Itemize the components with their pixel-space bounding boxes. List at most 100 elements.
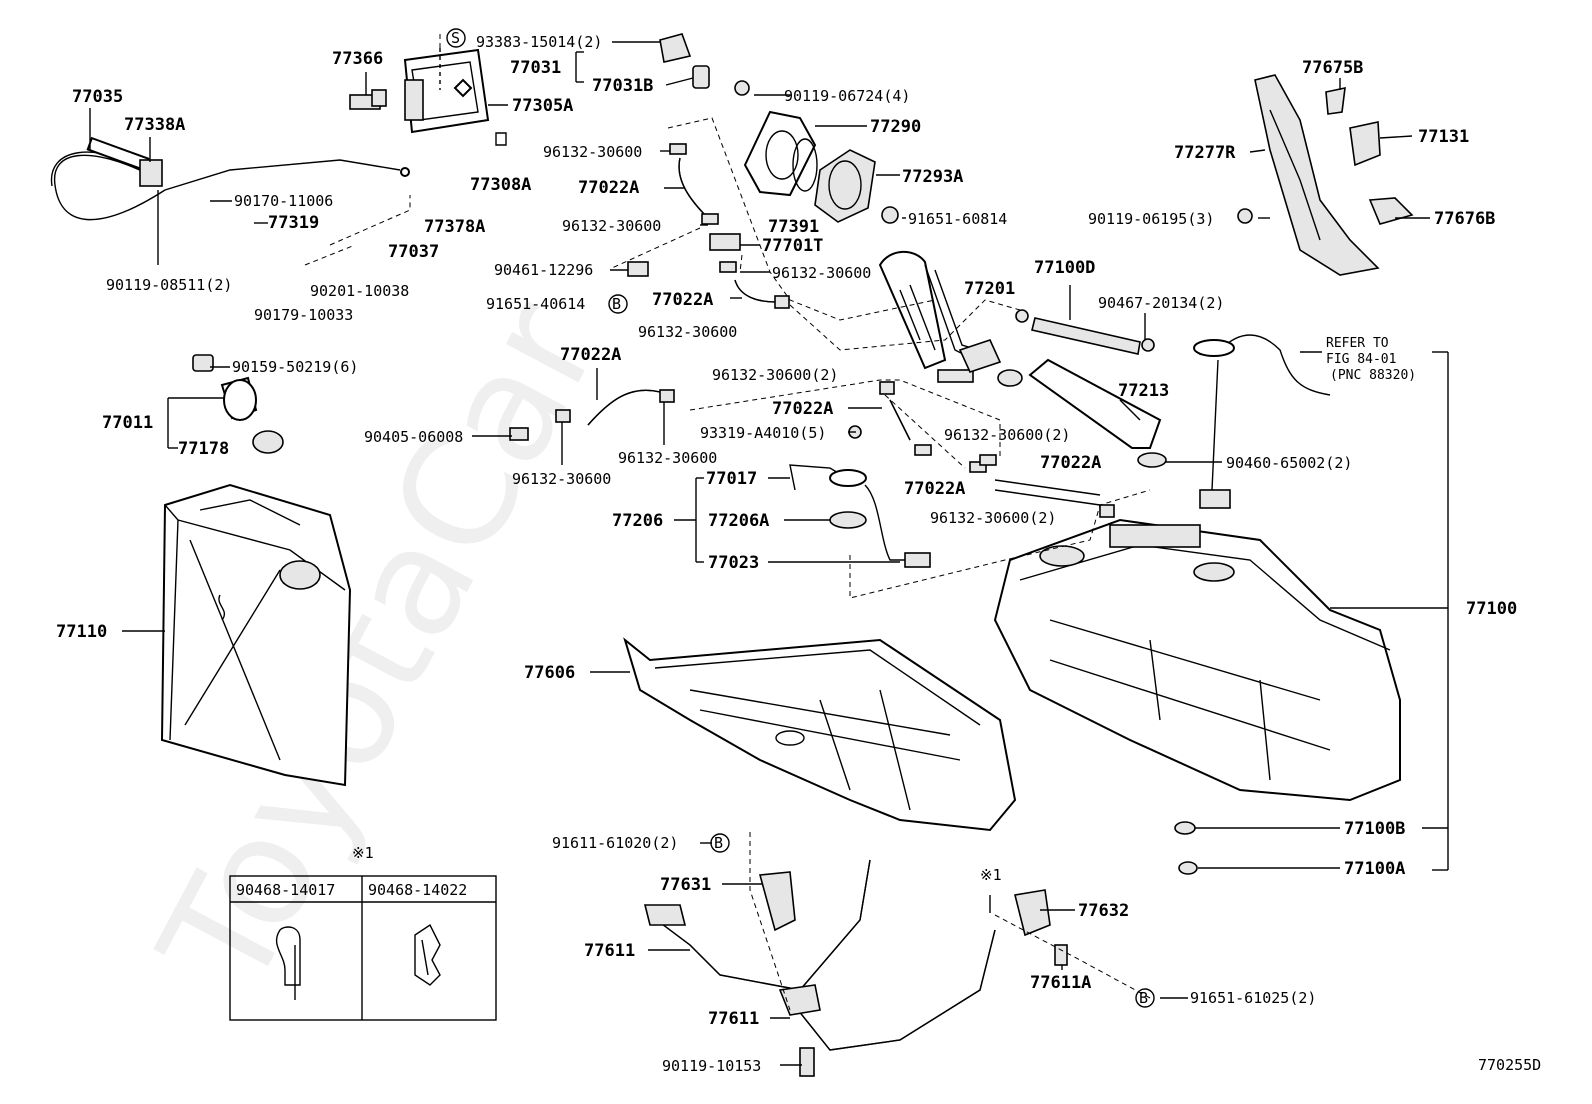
label-77319[interactable]: 77319 bbox=[268, 213, 319, 233]
filler-cap-drawing[interactable] bbox=[192, 354, 284, 454]
label-77611-a[interactable]: 77611 bbox=[584, 941, 635, 961]
label-77293a[interactable]: 77293A bbox=[902, 167, 963, 187]
label-77391[interactable]: 77391 bbox=[768, 217, 819, 237]
label-77022a-c[interactable]: 77022A bbox=[560, 345, 621, 365]
fuel-tank-drawing[interactable] bbox=[993, 518, 1401, 802]
label-77290[interactable]: 77290 bbox=[870, 117, 921, 137]
label-96132-30600-h[interactable]: 96132-30600 bbox=[618, 449, 717, 467]
refer-line-1: REFER TO bbox=[1326, 336, 1389, 351]
refer-line-3: (PNC 88320) bbox=[1330, 368, 1416, 383]
b-mark-icon bbox=[608, 294, 628, 314]
label-90159-50219[interactable]: 90159-50219(6) bbox=[232, 358, 358, 376]
note-mark-2: ※1 bbox=[980, 866, 1002, 884]
label-90179-10033[interactable]: 90179-10033 bbox=[254, 306, 353, 324]
label-77378a[interactable]: 77378A bbox=[424, 217, 485, 237]
label-77110[interactable]: 77110 bbox=[56, 622, 107, 642]
label-77308a[interactable]: 77308A bbox=[470, 175, 531, 195]
label-91651-40614[interactable]: 91651-40614 bbox=[486, 295, 585, 313]
label-90119-08511[interactable]: 90119-08511(2) bbox=[106, 276, 232, 294]
diagram-code: 770255D bbox=[1478, 1056, 1541, 1074]
table-col-90468-14017: 90468-14017 bbox=[236, 881, 335, 899]
vent-hose-drawing[interactable] bbox=[509, 389, 675, 441]
label-77611a[interactable]: 77611A bbox=[1030, 973, 1091, 993]
heat-insulator-drawing[interactable] bbox=[1237, 74, 1414, 276]
label-93319-a4010[interactable]: 93319-A4010(5) bbox=[700, 424, 826, 442]
table-col-90468-14022: 90468-14022 bbox=[368, 881, 467, 899]
label-96132-30600-g[interactable]: 96132-30600(2) bbox=[944, 426, 1070, 444]
fuel-lid-cable-drawing[interactable] bbox=[50, 136, 410, 221]
label-77031[interactable]: 77031 bbox=[510, 58, 561, 78]
label-91651-60814[interactable]: 91651-60814 bbox=[908, 210, 1007, 228]
label-96132-30600-c[interactable]: 96132-30600 bbox=[772, 264, 871, 282]
label-77675b[interactable]: 77675B bbox=[1302, 58, 1363, 78]
label-90201-10038[interactable]: 90201-10038 bbox=[310, 282, 409, 300]
label-77178[interactable]: 77178 bbox=[178, 439, 229, 459]
fuel-pump-bracket-drawing[interactable] bbox=[789, 425, 931, 568]
tank-washers-drawing[interactable] bbox=[1174, 821, 1198, 875]
filler-pipe-base-drawing[interactable] bbox=[734, 80, 899, 224]
label-77100b[interactable]: 77100B bbox=[1344, 819, 1405, 839]
label-77100[interactable]: 77100 bbox=[1466, 599, 1517, 619]
label-96132-30600-b[interactable]: 96132-30600 bbox=[562, 217, 661, 235]
label-91611-61020[interactable]: 91611-61020(2) bbox=[552, 834, 678, 852]
label-77023[interactable]: 77023 bbox=[708, 553, 759, 573]
label-77022a-e[interactable]: 77022A bbox=[1040, 453, 1101, 473]
label-96132-30600-i[interactable]: 96132-30600(2) bbox=[930, 509, 1056, 527]
label-91651-61025[interactable]: 91651-61025(2) bbox=[1190, 989, 1316, 1007]
label-96132-30600-d[interactable]: 96132-30600 bbox=[638, 323, 737, 341]
label-77131[interactable]: 77131 bbox=[1418, 127, 1469, 147]
label-77631[interactable]: 77631 bbox=[660, 875, 711, 895]
label-90460-65002[interactable]: 90460-65002(2) bbox=[1226, 454, 1352, 472]
clip-a-icon bbox=[275, 926, 301, 1000]
fuel-tank-inlet-pipe-drawing[interactable] bbox=[878, 250, 1002, 383]
label-90119-06724[interactable]: 90119-06724(4) bbox=[784, 87, 910, 105]
label-90170-11006[interactable]: 90170-11006 bbox=[234, 192, 333, 210]
label-77305a[interactable]: 77305A bbox=[512, 96, 573, 116]
label-90119-10153[interactable]: 90119-10153 bbox=[662, 1057, 761, 1075]
label-77031b[interactable]: 77031B bbox=[592, 76, 653, 96]
lid-opener-drawing[interactable] bbox=[495, 33, 710, 146]
jerry-can-drawing[interactable] bbox=[160, 483, 352, 787]
label-77206[interactable]: 77206 bbox=[612, 511, 663, 531]
label-90467-20134[interactable]: 90467-20134(2) bbox=[1098, 294, 1224, 312]
label-77022a-d[interactable]: 77022A bbox=[772, 399, 833, 419]
label-77035[interactable]: 77035 bbox=[72, 87, 123, 107]
label-77022a-f[interactable]: 77022A bbox=[904, 479, 965, 499]
label-77022a-b[interactable]: 77022A bbox=[652, 290, 713, 310]
label-77100d[interactable]: 77100D bbox=[1034, 258, 1095, 278]
label-77338a[interactable]: 77338A bbox=[124, 115, 185, 135]
label-77017[interactable]: 77017 bbox=[706, 469, 757, 489]
leader-lines bbox=[89, 30, 1449, 1066]
label-77037[interactable]: 77037 bbox=[388, 242, 439, 262]
note-mark-1: ※1 bbox=[352, 844, 374, 862]
label-77011[interactable]: 77011 bbox=[102, 413, 153, 433]
label-77676b[interactable]: 77676B bbox=[1434, 209, 1495, 229]
filler-hoses-drawing[interactable] bbox=[997, 309, 1167, 468]
b-mark-icon-3 bbox=[1135, 988, 1155, 1008]
label-77611-b[interactable]: 77611 bbox=[708, 1009, 759, 1029]
label-90119-06195[interactable]: 90119-06195(3) bbox=[1088, 210, 1214, 228]
label-93383-15014[interactable]: 93383-15014(2) bbox=[476, 33, 602, 51]
label-90461-12296[interactable]: 90461-12296 bbox=[494, 261, 593, 279]
label-77366[interactable]: 77366 bbox=[332, 49, 383, 69]
label-90405-06008[interactable]: 90405-06008 bbox=[364, 428, 463, 446]
label-77277r[interactable]: 77277R bbox=[1174, 143, 1236, 163]
b-mark-1: B bbox=[612, 295, 621, 313]
label-96132-30600-e[interactable]: 96132-30600(2) bbox=[712, 366, 838, 384]
label-77213[interactable]: 77213 bbox=[1118, 381, 1169, 401]
label-77201[interactable]: 77201 bbox=[964, 279, 1015, 299]
fuel-lid-drawing[interactable] bbox=[349, 48, 490, 134]
label-77022a-a[interactable]: 77022A bbox=[578, 178, 639, 198]
center-hoses-drawing[interactable] bbox=[879, 334, 1331, 518]
fuel-tank-bands-drawing[interactable] bbox=[643, 859, 1068, 1077]
label-96132-30600-f[interactable]: 96132-30600 bbox=[512, 470, 611, 488]
label-77632[interactable]: 77632 bbox=[1078, 901, 1129, 921]
label-77206a[interactable]: 77206A bbox=[708, 511, 769, 531]
fuel-tank-protector-drawing[interactable] bbox=[623, 637, 1017, 832]
label-77100a[interactable]: 77100A bbox=[1344, 859, 1405, 879]
breather-hose-drawings[interactable] bbox=[627, 143, 790, 309]
label-96132-30600-a[interactable]: 96132-30600 bbox=[543, 143, 642, 161]
label-77606[interactable]: 77606 bbox=[524, 663, 575, 683]
b-mark-2: B bbox=[714, 834, 723, 852]
label-77701t[interactable]: 77701T bbox=[762, 236, 823, 256]
